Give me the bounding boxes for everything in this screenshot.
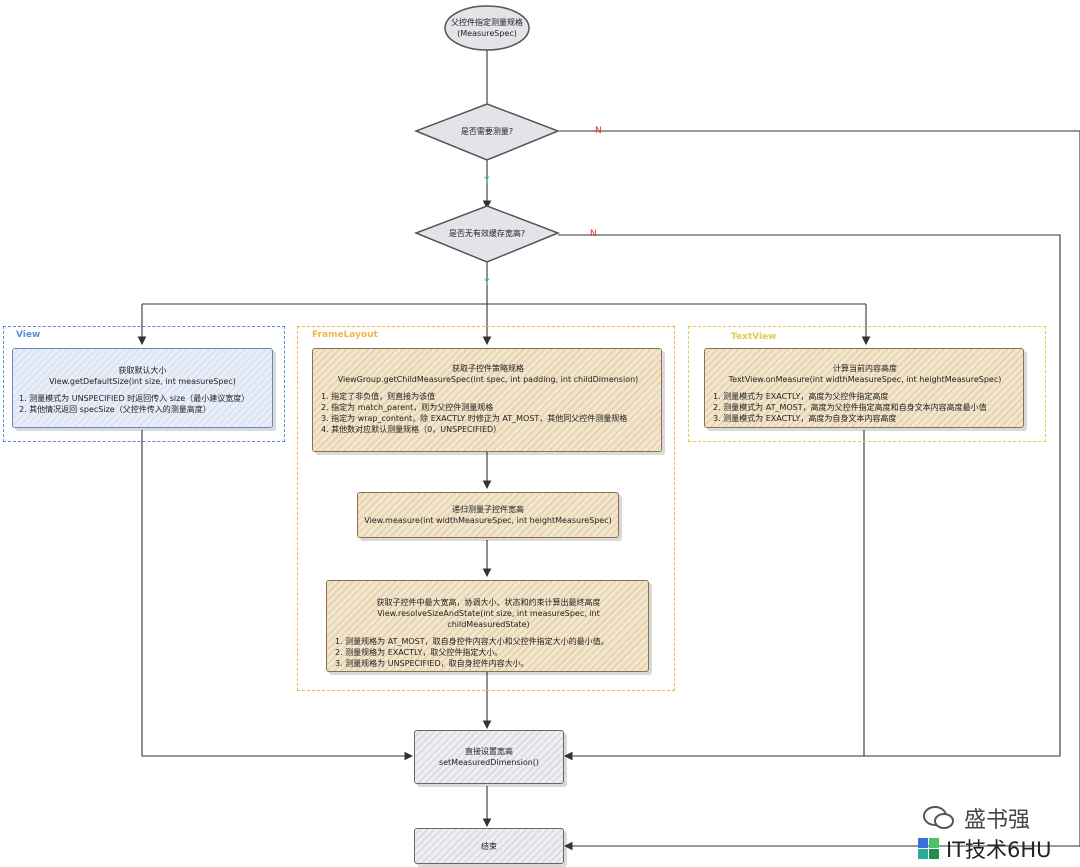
framelayout-group [297,326,675,691]
cache-no-label: N [590,229,597,239]
end-title: 结束 [481,842,497,851]
set-measured-dimension-node: 直接设置宽高 setMeasuredDimension() [414,730,564,784]
textview-item: 3. 测量模式为 EXACTLY，高度为自身文本内容高度 [713,414,897,423]
textview-item: 2. 测量模式为 AT_MOST，高度为父控件指定高度和自身文本内容高度最小值 [713,403,987,412]
cache-valid-label: 是否无有效缓存宽高? [448,229,526,238]
view-default-item: 2. 其他情况返回 specSize（父控件传入的测量高度） [19,405,211,414]
textview-title: 计算当前内容高度 [833,364,897,373]
child-spec-item: 1. 指定了非负值，则直接为该值 [321,392,436,401]
child-spec-method: ViewGroup.getChildMeasureSpec(int spec, … [337,375,639,384]
view-default-item: 1. 测量模式为 UNSPECIFIED 时返回传入 size（最小建议宽度） [19,394,250,403]
view-default-size-node: 获取默认大小 View.getDefaultSize(int size, int… [12,348,273,428]
resolve-method: View.resolveSizeAndState(int size, int m… [377,609,600,629]
child-spec-item: 3. 指定为 wrap_content，除 EXACTLY 时修正为 AT_MO… [321,414,628,423]
logo-icon [918,838,940,860]
textview-method: TextView.onMeasure(int widthMeasureSpec,… [728,375,1002,384]
set-dimension-title: 直接设置宽高 [465,747,513,756]
recursive-measure-node: 递归测量子控件宽高 View.measure(int widthMeasureS… [357,492,619,538]
resolve-size-node: 获取子控件中最大宽高，协调大小、状态和约束计算出最终高度 View.resolv… [326,580,649,672]
edge-view-to-set [141,430,414,761]
resolve-item: 2. 测量规格为 EXACTLY，取父控件指定大小。 [335,648,503,657]
child-spec-item: 4. 其他数对应默认测量规格（0，UNSPECIFIED） [321,425,502,434]
start-line2: (MeasureSpec) [457,29,517,38]
edge-cache-no [558,234,1061,761]
textview-group [688,326,1046,442]
view-group-label: View [16,330,41,340]
recursive-method: View.measure(int widthMeasureSpec, int h… [364,516,612,525]
watermark: 盛书强 IT技术6HU [908,800,1078,864]
textview-group-label: TextView [731,332,777,342]
watermark-name: 盛书强 [964,808,1031,833]
view-group [3,326,285,442]
start-node: 父控件指定测量规格 (MeasureSpec) [445,17,529,39]
resolve-item: 1. 测量规格为 AT_MOST，取自身控件内容大小和父控件指定大小的最小值。 [335,637,609,646]
cache-valid-diamond [413,205,561,263]
child-spec-title: 获取子控件策略规格 [452,364,524,373]
need-measure-diamond [413,103,561,161]
recursive-title: 递归测量子控件宽高 [452,505,524,514]
resolve-item: 3. 测量规格为 UNSPECIFIED，取自身控件内容大小。 [335,659,529,668]
resolve-title: 获取子控件中最大宽高，协调大小、状态和约束计算出最终高度 [376,598,601,607]
edge-need-no [558,130,1080,851]
framelayout-group-label: FrameLayout [312,330,378,340]
view-default-title: 获取默认大小 [118,366,167,375]
start-ellipse [444,5,530,51]
need-yes-label: Y [484,176,490,186]
textview-item: 1. 测量模式为 EXACTLY，高度为父控件指定高度 [713,392,889,401]
need-measure-label: 是否需要测量? [460,127,514,136]
child-measure-spec-node: 获取子控件策略规格 ViewGroup.getChildMeasureSpec(… [312,348,662,452]
wechat-icon [923,806,954,829]
view-default-method: View.getDefaultSize(int size, int measur… [49,377,236,386]
start-line1: 父控件指定测量规格 [451,18,523,27]
child-spec-item: 2. 指定为 match_parent，则为父控件测量规格 [321,403,494,412]
need-no-label: N [595,126,602,136]
textview-onmeasure-node: 计算当前内容高度 TextView.onMeasure(int widthMea… [704,348,1024,428]
watermark-site: IT技术6HU [946,838,1052,862]
set-dimension-method: setMeasuredDimension() [438,758,540,767]
end-node: 结束 [414,828,564,864]
cache-yes-label: Y [484,278,490,288]
